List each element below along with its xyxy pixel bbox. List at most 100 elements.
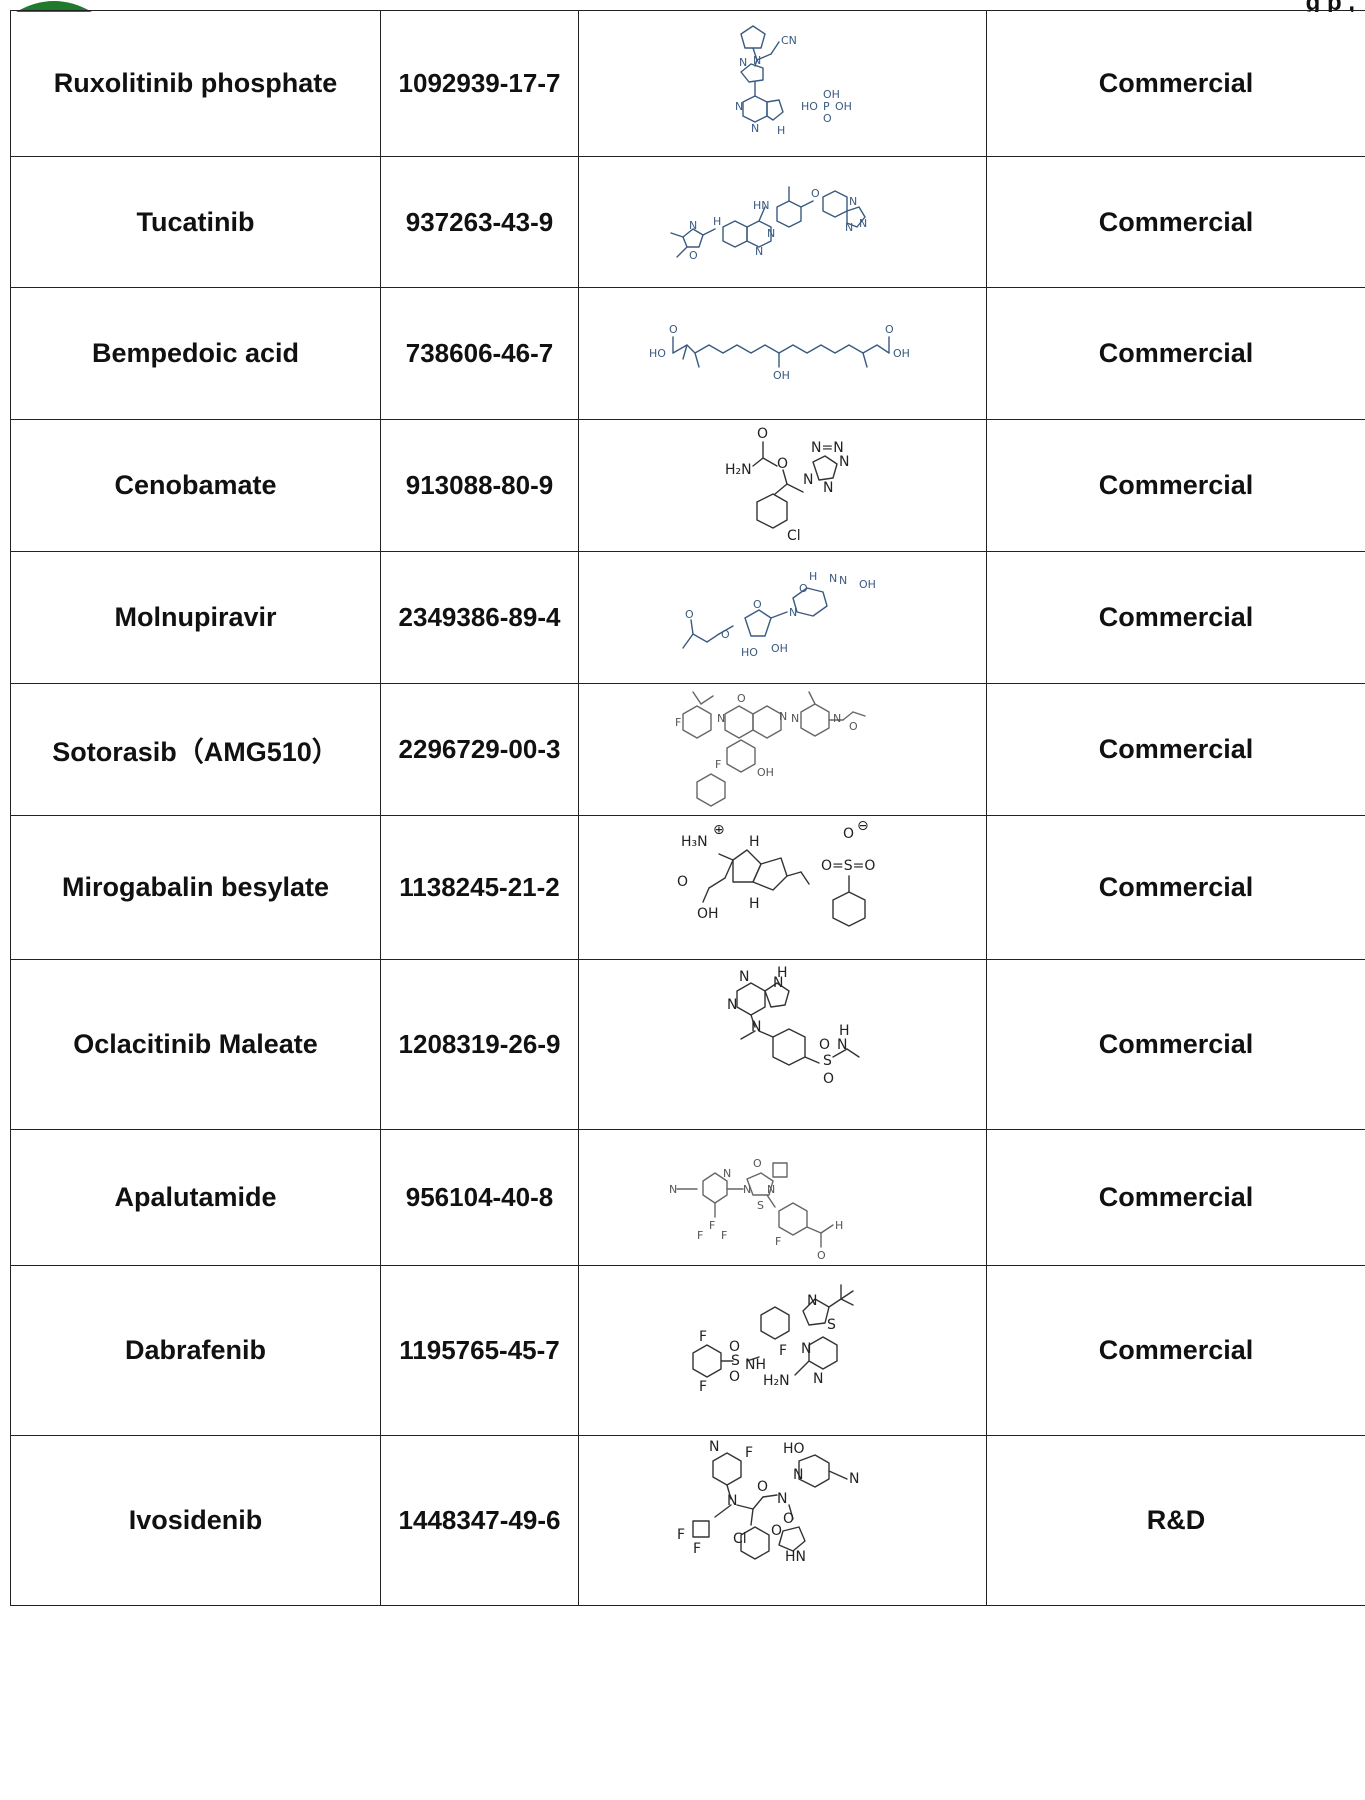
- svg-text:O: O: [729, 1369, 740, 1385]
- svg-text:O: O: [843, 826, 854, 842]
- svg-text:N: N: [839, 574, 847, 587]
- svg-text:Cl: Cl: [787, 528, 801, 544]
- cas-number: 913088-80-9: [380, 419, 579, 552]
- svg-text:S: S: [731, 1353, 740, 1369]
- svg-text:O: O: [823, 112, 832, 125]
- svg-text:HN: HN: [785, 1549, 806, 1565]
- svg-text:O: O: [685, 608, 694, 621]
- tucatinib-structure-icon: N O H HN N N O N N N: [669, 186, 867, 262]
- svg-text:HN: HN: [753, 199, 770, 212]
- svg-text:N: N: [845, 221, 853, 234]
- svg-text:O: O: [849, 720, 858, 733]
- svg-text:O: O: [823, 1071, 834, 1087]
- svg-text:P: P: [823, 100, 830, 113]
- svg-text:N: N: [727, 1493, 737, 1509]
- svg-text:CN: CN: [781, 34, 797, 47]
- table-row: Apalutamide 956104-40-8 N N: [10, 1129, 1365, 1266]
- bempedoic-acid-structure-icon: O HO O OH OH: [649, 323, 910, 382]
- svg-text:F: F: [745, 1445, 753, 1461]
- svg-text:F: F: [779, 1343, 787, 1359]
- ruxolitinib-phosphate-structure-icon: CN N N N N H OH HO P OH O: [735, 24, 852, 137]
- svg-text:N: N: [801, 1341, 811, 1357]
- table-row: Ruxolitinib phosphate 1092939-17-7 CN N …: [10, 10, 1365, 157]
- svg-text:N: N: [739, 969, 749, 985]
- svg-text:S: S: [823, 1053, 832, 1069]
- status-label: Commercial: [986, 1129, 1365, 1266]
- svg-text:H₂N: H₂N: [763, 1373, 790, 1389]
- status-label: Commercial: [986, 815, 1365, 960]
- svg-text:N: N: [755, 245, 763, 258]
- svg-text:N: N: [753, 54, 761, 67]
- product-name: Mirogabalin besylate: [10, 815, 381, 960]
- cas-number: 956104-40-8: [380, 1129, 579, 1266]
- product-name: Oclacitinib Maleate: [10, 959, 381, 1130]
- svg-text:N: N: [689, 219, 697, 232]
- table-row: Bempedoic acid 738606-46-7 O HO O OH OH: [10, 287, 1365, 420]
- ivosidenib-structure-icon: N F HO N N O N O O HN F F Cl N: [677, 1439, 859, 1565]
- svg-text:HO: HO: [741, 646, 758, 659]
- svg-text:N: N: [767, 227, 775, 240]
- structure-cell: F N O N N N O F OH: [578, 683, 987, 816]
- svg-text:F: F: [697, 1229, 703, 1242]
- svg-text:OH: OH: [697, 906, 719, 922]
- svg-text:N: N: [669, 1183, 677, 1196]
- svg-text:N: N: [777, 1491, 787, 1507]
- svg-text:N: N: [723, 1167, 731, 1180]
- svg-text:N: N: [709, 1439, 719, 1455]
- dabrafenib-structure-icon: F F S O O NH F N S N N H₂N: [691, 1283, 854, 1395]
- svg-text:O: O: [817, 1249, 826, 1262]
- svg-text:O: O: [729, 1339, 740, 1355]
- table-row: Molnupiravir 2349386-89-4 O H N N OH O N: [10, 551, 1365, 684]
- cas-number: 937263-43-9: [380, 156, 579, 288]
- svg-text:H: H: [713, 215, 721, 228]
- svg-text:N: N: [767, 1183, 775, 1196]
- svg-text:N=N: N=N: [811, 440, 844, 456]
- structure-cell: N H N N N O S O H N: [578, 959, 987, 1130]
- svg-text:N: N: [813, 1371, 823, 1387]
- svg-text:H: H: [809, 570, 817, 583]
- top-banner: g p ,: [0, 0, 1365, 12]
- sotorasib-structure-icon: F N O N N N O F OH: [675, 690, 866, 807]
- svg-text:O: O: [689, 249, 698, 262]
- svg-text:N: N: [791, 712, 799, 725]
- svg-text:NH: NH: [745, 1357, 766, 1373]
- product-name: Dabrafenib: [10, 1265, 381, 1436]
- structure-cell: F F S O O NH F N S N N H₂N: [578, 1265, 987, 1436]
- svg-text:H₂N: H₂N: [725, 462, 752, 478]
- svg-text:F: F: [775, 1235, 781, 1248]
- svg-text:O: O: [819, 1037, 830, 1053]
- structure-cell: O HO O OH OH: [578, 287, 987, 420]
- svg-text:N: N: [751, 122, 759, 135]
- cas-number: 738606-46-7: [380, 287, 579, 420]
- cas-number: 1092939-17-7: [380, 10, 579, 157]
- structure-cell: H₃N ⊕ H O OH H O ⊖ O=S=O: [578, 815, 987, 960]
- svg-text:N: N: [779, 710, 787, 723]
- table-row: Cenobamate 913088-80-9 O H₂N O N=N N: [10, 419, 1365, 552]
- svg-text:O: O: [753, 1157, 762, 1170]
- svg-text:H: H: [839, 1023, 850, 1039]
- product-name: Molnupiravir: [10, 551, 381, 684]
- svg-text:N: N: [793, 1467, 803, 1483]
- product-name: Tucatinib: [10, 156, 381, 288]
- table-row: Mirogabalin besylate 1138245-21-2 H₃N ⊕: [10, 815, 1365, 960]
- svg-text:O: O: [811, 187, 820, 200]
- svg-text:O: O: [721, 628, 730, 641]
- status-label: Commercial: [986, 959, 1365, 1130]
- svg-text:HO: HO: [649, 347, 666, 360]
- mirogabalin-besylate-structure-icon: H₃N ⊕ H O OH H O ⊖ O=S=O: [677, 820, 875, 927]
- svg-text:HO: HO: [783, 1441, 805, 1457]
- svg-text:H: H: [835, 1219, 843, 1232]
- svg-text:F: F: [699, 1379, 707, 1395]
- structure-cell: N F HO N N O N O O HN F F Cl N: [578, 1435, 987, 1606]
- svg-text:OH: OH: [835, 100, 852, 113]
- svg-text:OH: OH: [771, 642, 788, 655]
- svg-text:Cl: Cl: [733, 1531, 747, 1547]
- svg-text:N: N: [751, 1019, 761, 1035]
- svg-text:N: N: [859, 217, 867, 230]
- svg-text:N: N: [803, 472, 813, 488]
- svg-text:HO: HO: [801, 100, 818, 113]
- status-label: Commercial: [986, 10, 1365, 157]
- product-name: Sotorasib（AMG510）: [10, 683, 381, 816]
- apalutamide-structure-icon: N N O N N S F F F F O H: [669, 1157, 843, 1262]
- structure-cell: O H N N OH O N O O HO OH: [578, 551, 987, 684]
